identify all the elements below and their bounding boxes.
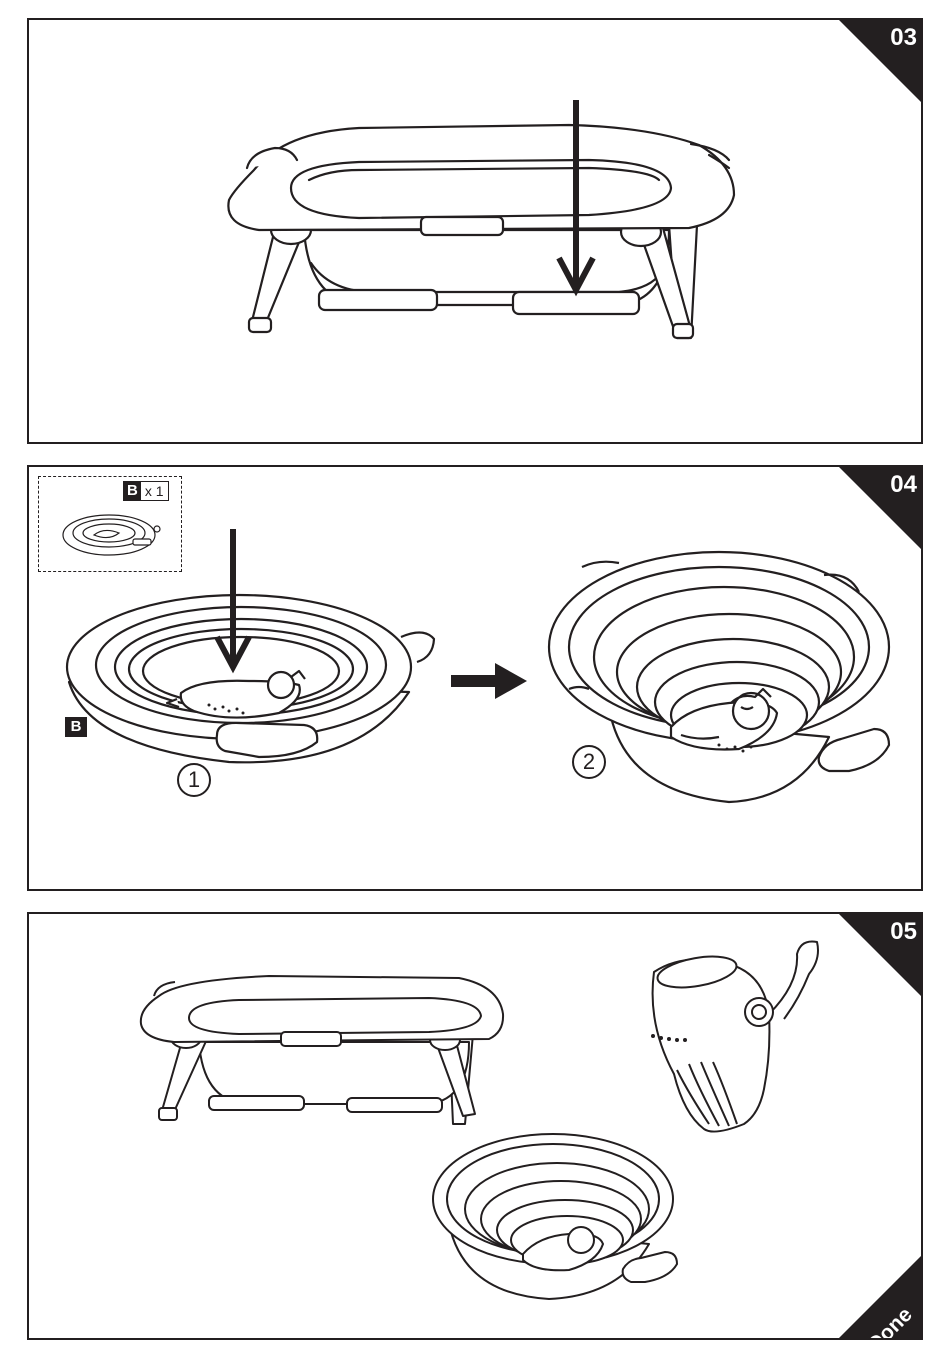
- tub-foot: [319, 290, 437, 310]
- step-panel-05: 05 Done: [27, 912, 923, 1340]
- substep-1-marker: 1: [177, 763, 211, 797]
- rinser-handle: [769, 942, 818, 1020]
- part-b-marker: B: [65, 717, 87, 737]
- right-arrow-icon: [451, 663, 527, 699]
- step-number: 03: [890, 24, 917, 52]
- substep-2-marker: 2: [572, 745, 606, 779]
- step-panel-04: B x 1: [27, 465, 923, 891]
- step-panel-03: 03: [27, 18, 923, 444]
- complete-set-illustration: [29, 914, 923, 1340]
- tub-handle: [421, 217, 503, 235]
- collapsible-basin-illustration: [29, 467, 923, 891]
- basin-handle: [819, 729, 889, 771]
- folding-tub-illustration: [29, 20, 923, 444]
- step-number: 04: [890, 471, 917, 499]
- step-number: 05: [890, 918, 917, 946]
